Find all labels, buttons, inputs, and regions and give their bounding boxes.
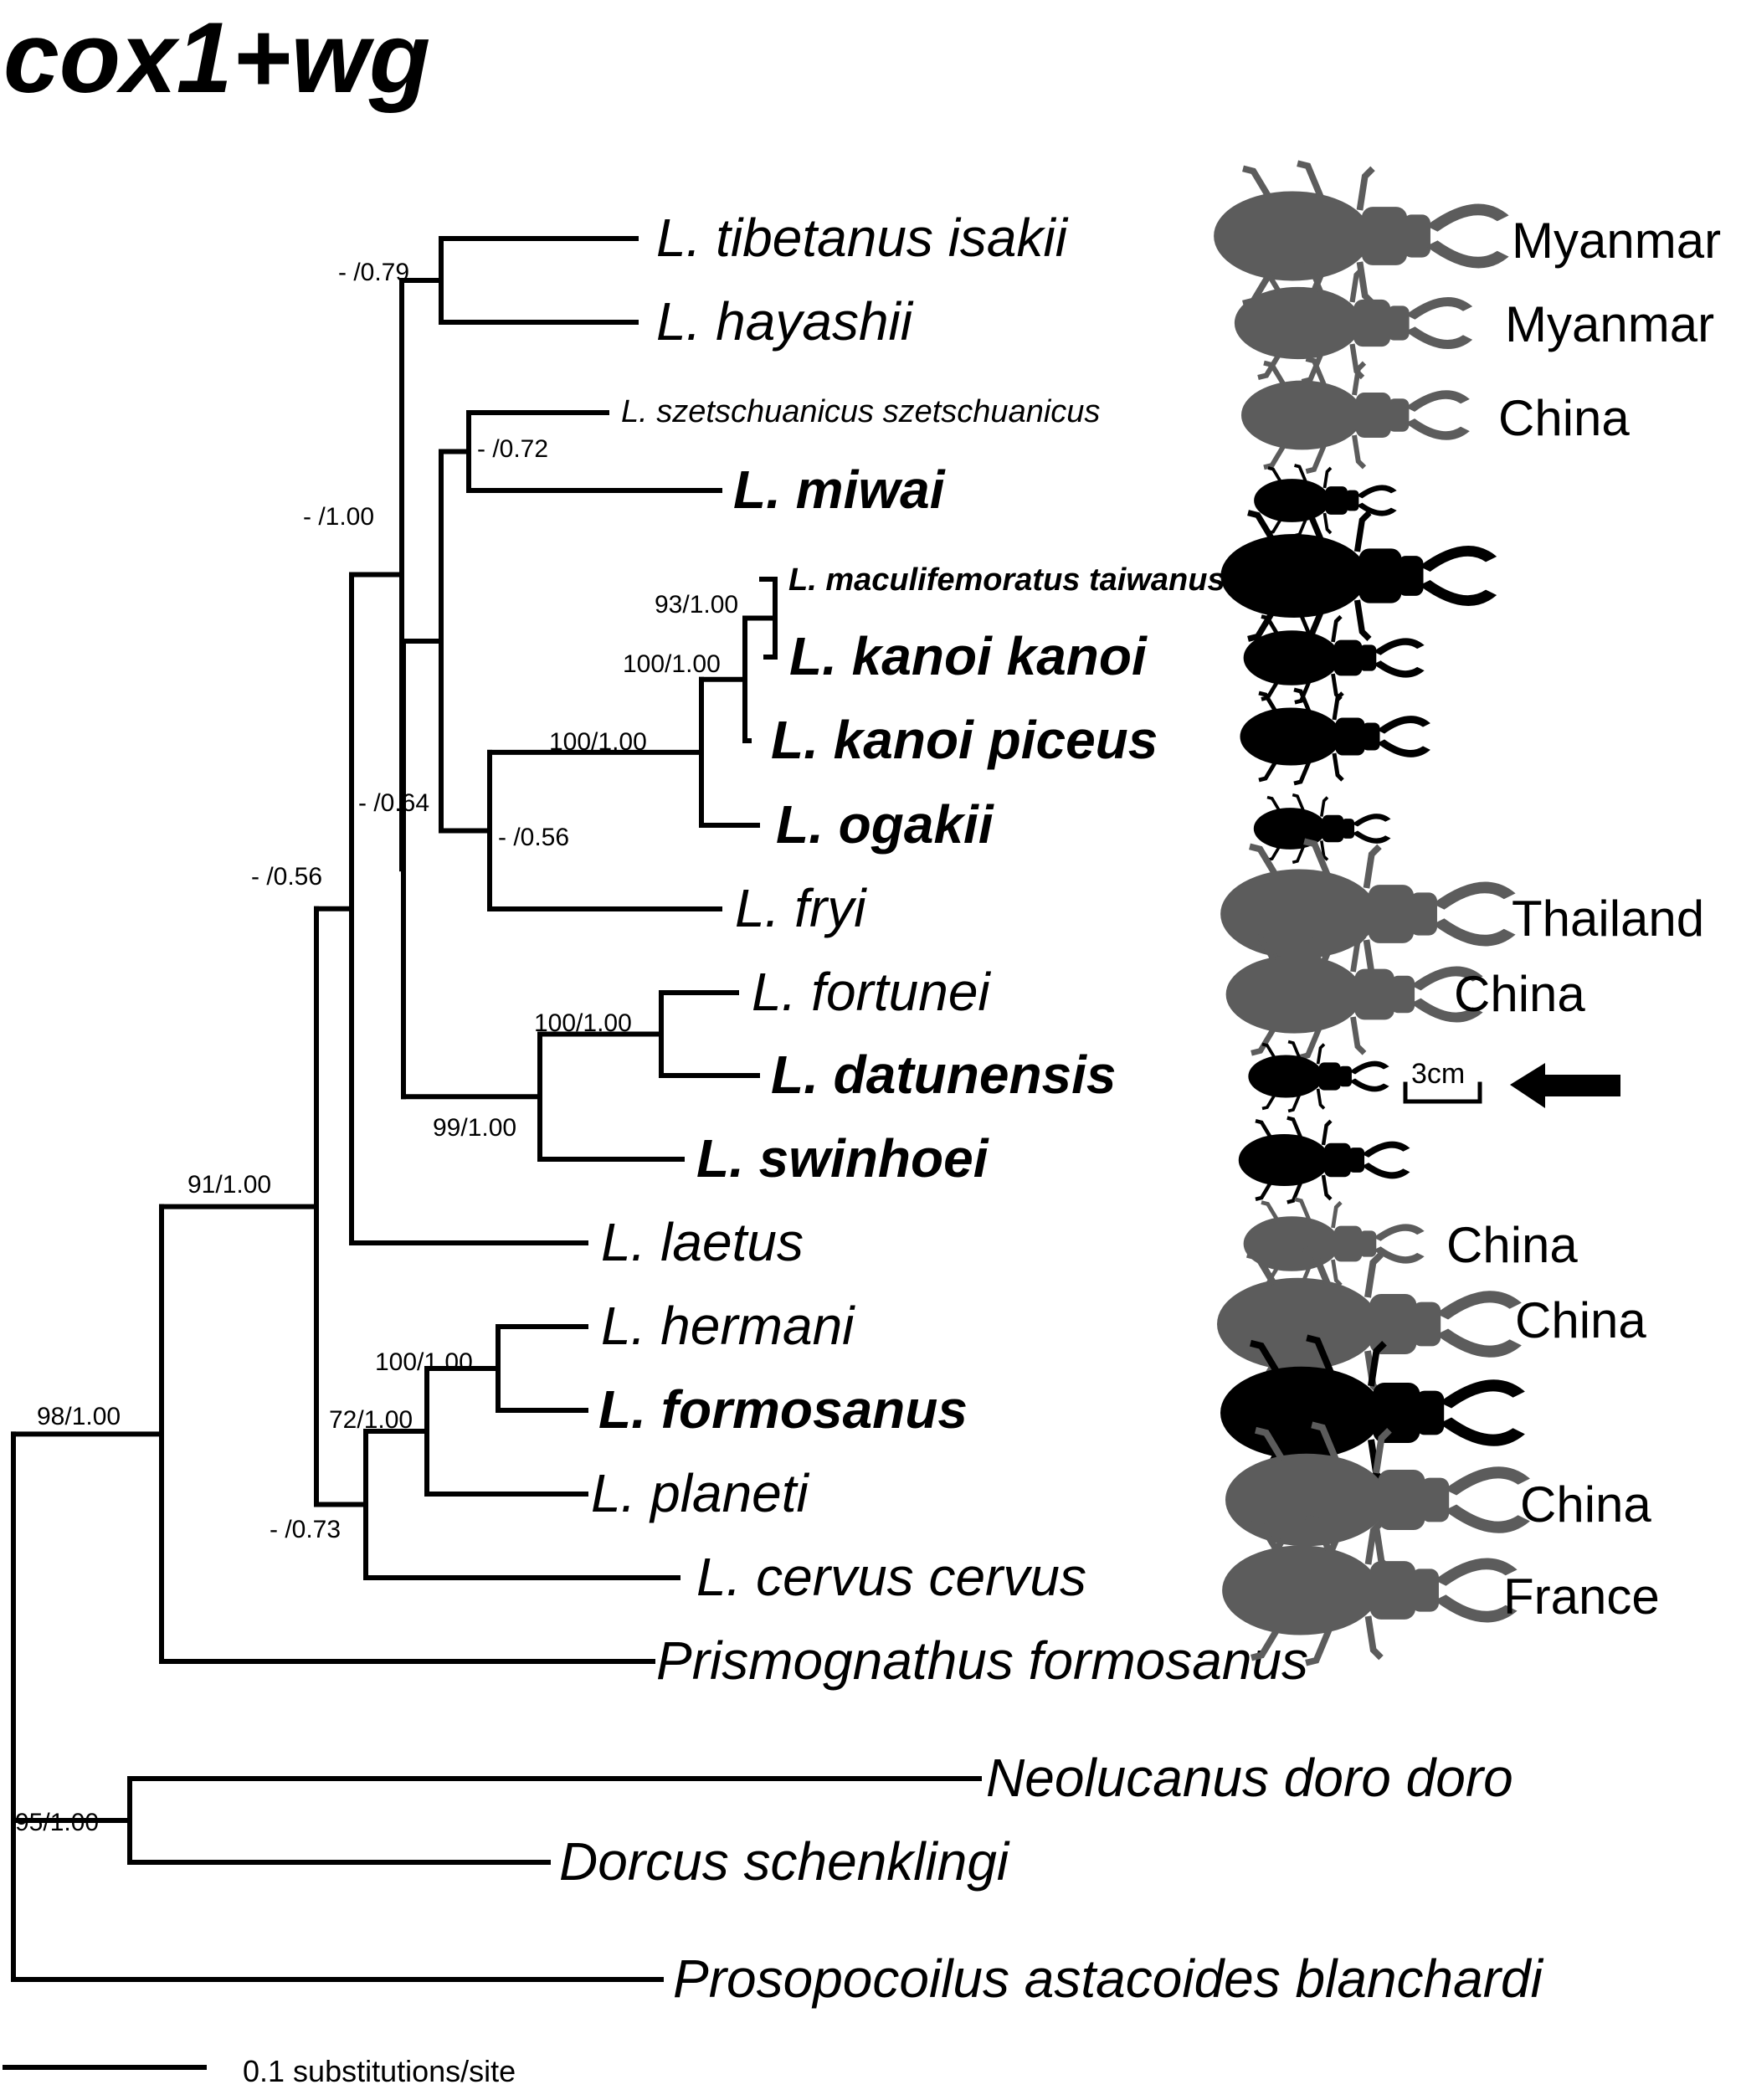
- country-label: Thailand: [1512, 891, 1704, 947]
- taxon-label: L. formosanus: [598, 1379, 968, 1440]
- beetle-silhouette: [1252, 464, 1398, 537]
- beetle-silhouette: [1244, 614, 1424, 702]
- taxon-label: L. laetus: [601, 1212, 804, 1272]
- support-value: 100/1.00: [549, 728, 647, 756]
- support-value: - /0.64: [358, 789, 429, 817]
- support-value: 100/1.00: [375, 1348, 473, 1376]
- tree-branches: [11, 236, 982, 1982]
- taxon-label: L. maculifemoratus taiwanus: [788, 562, 1225, 598]
- beetle-silhouette: [1240, 690, 1430, 783]
- beetle-silhouette: [1221, 508, 1496, 644]
- country-label: China: [1515, 1292, 1646, 1348]
- country-label: China: [1454, 966, 1585, 1022]
- country-label: Myanmar: [1505, 296, 1714, 352]
- substitution-scale-bar: 0.1 substitutions/site: [3, 2054, 516, 2088]
- support-value: - /1.00: [303, 503, 374, 531]
- beetle-silhouette: [1242, 359, 1469, 471]
- taxon-label: L. cervus cervus: [696, 1547, 1086, 1607]
- beetle-silhouette: [1223, 1517, 1516, 1663]
- beetle-silhouette: [1246, 1040, 1390, 1113]
- taxon-label: L. hayashii: [656, 291, 914, 352]
- beetle-silhouettes: [1215, 163, 1529, 1663]
- country-label: Myanmar: [1512, 213, 1721, 269]
- country-label: China: [1446, 1217, 1578, 1273]
- country-labels: MyanmarMyanmarChinaThailandChinaChinaChi…: [1446, 213, 1721, 1625]
- support-value: - /0.56: [251, 863, 322, 891]
- left-arrow-icon: [1510, 1063, 1620, 1108]
- support-value: - /0.56: [498, 824, 569, 851]
- support-value: 100/1.00: [534, 1009, 632, 1037]
- support-value: 72/1.00: [329, 1406, 413, 1434]
- taxon-label: Prosopocoilus astacoides blanchardi: [673, 1949, 1544, 2009]
- taxon-label: L. fryi: [735, 878, 867, 938]
- taxon-label: L. hermani: [601, 1296, 855, 1356]
- body-scale-label: 3cm: [1411, 1058, 1465, 1090]
- support-value: 98/1.00: [37, 1403, 121, 1430]
- support-value: 99/1.00: [433, 1114, 516, 1142]
- taxon-label: L. kanoi kanoi: [789, 626, 1148, 686]
- beetle-silhouette: [1215, 163, 1507, 309]
- taxon-label: L. miwai: [733, 460, 946, 520]
- taxon-label: Dorcus schenklingi: [559, 1831, 1010, 1892]
- scale-bar-label: 0.1 substitutions/site: [243, 2054, 516, 2088]
- country-label: China: [1498, 390, 1630, 446]
- beetle-silhouette: [1239, 1118, 1409, 1203]
- support-value: 93/1.00: [655, 591, 738, 619]
- support-value: 100/1.00: [623, 650, 721, 678]
- taxon-label: L. fortunei: [752, 962, 991, 1022]
- taxon-label: L. swinhoei: [696, 1128, 989, 1189]
- support-value: - /0.79: [338, 259, 409, 286]
- taxon-label: Neolucanus doro doro: [986, 1748, 1513, 1808]
- taxon-label: L. kanoi piceus: [771, 710, 1158, 770]
- taxon-label: L. datunensis: [771, 1045, 1117, 1105]
- support-value: - /0.73: [270, 1516, 341, 1543]
- country-label: France: [1503, 1569, 1660, 1625]
- taxon-label: L. planeti: [591, 1463, 810, 1523]
- beetle-silhouette: [1226, 931, 1482, 1057]
- taxon-label: Prismognathus formosanus: [656, 1630, 1308, 1691]
- support-value: 91/1.00: [187, 1171, 271, 1199]
- support-value: - /0.72: [477, 435, 548, 463]
- country-label: China: [1520, 1476, 1651, 1533]
- body-scale-bar: 3cm: [1403, 1058, 1482, 1104]
- figure-title: cox1+wg: [3, 2, 430, 114]
- taxon-labels: L. tibetanus isakii L. hayashii L. szetsch…: [559, 208, 1544, 2009]
- support-value: 95/1.00: [15, 1809, 99, 1836]
- taxon-label: L. ogakii: [776, 794, 994, 855]
- taxon-label: L. tibetanus isakii: [656, 208, 1069, 268]
- support-values: 98/1.00 95/1.00 91/1.00 - /0.56 - /1.00 - /0.…: [15, 259, 738, 1836]
- taxon-label: L. szetschuanicus szetschuanicus: [621, 394, 1100, 429]
